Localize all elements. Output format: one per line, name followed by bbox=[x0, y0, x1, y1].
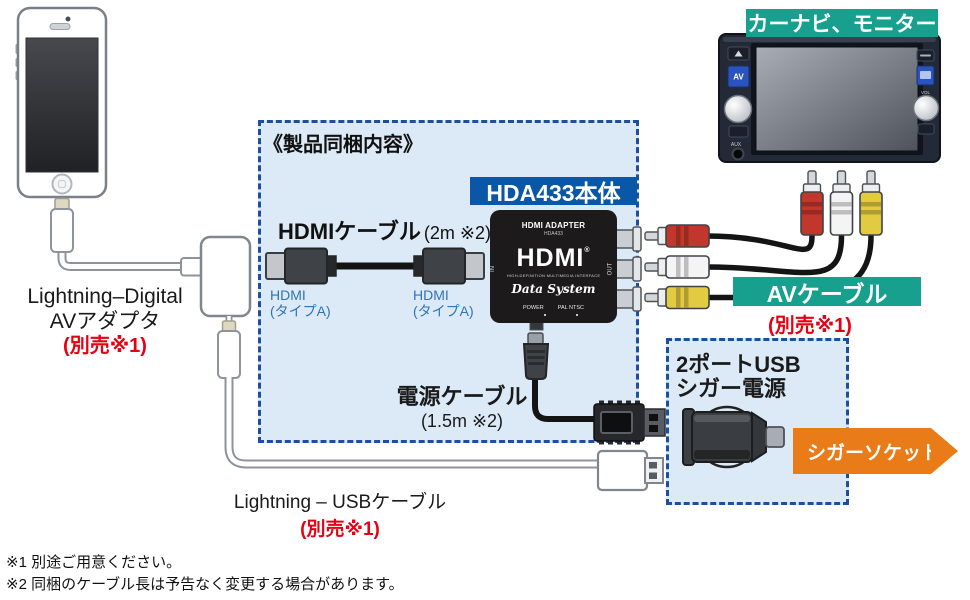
vol-label: VOL bbox=[921, 90, 931, 95]
footnote-2: ※2 同梱のケーブル長は予告なく変更する場合があります。 bbox=[6, 576, 404, 593]
usb-cigar-power-label: 2ポートUSB シガー電源 bbox=[676, 352, 801, 401]
lightning-adapter-label: Lightning–Digital AVアダプタ (別売※1) bbox=[27, 285, 183, 357]
phone-screen bbox=[25, 37, 99, 173]
cigar-socket-arrow: シガーソケットへ bbox=[793, 428, 959, 474]
left-knob bbox=[723, 94, 753, 124]
hdmi-logo: HDMI® bbox=[516, 244, 591, 272]
cigar-tip bbox=[765, 426, 785, 448]
camera-dot-icon bbox=[65, 16, 71, 22]
rca-plug-red bbox=[644, 224, 710, 248]
rca-plug-yellow bbox=[859, 170, 883, 236]
device-in-label: IN bbox=[490, 266, 496, 272]
power-cable-label: 電源ケーブル (1.5m ※2) bbox=[396, 384, 528, 431]
hda433-chip: HDA433本体 bbox=[470, 177, 637, 206]
datasystem-logo: Data System bbox=[511, 282, 596, 296]
device-model: HDA433 bbox=[544, 231, 563, 237]
mini-usb-plug bbox=[522, 332, 550, 380]
iphone-illustration bbox=[15, 6, 108, 199]
rca-plug-white bbox=[829, 170, 854, 236]
lightning-plug bbox=[50, 208, 74, 253]
right-knob bbox=[912, 94, 940, 122]
speaker-slot-icon bbox=[49, 23, 71, 30]
lightning-plug bbox=[217, 330, 241, 379]
av-adapter-illustration bbox=[199, 235, 252, 379]
rca-plug-yellow bbox=[644, 285, 710, 310]
av-button-label: AV bbox=[733, 73, 744, 82]
aux-jack bbox=[731, 147, 745, 161]
hdmi-logo-subtext: HIGH-DEFINITION MULTIMEDIA INTERFACE bbox=[506, 273, 601, 278]
rca-plug-white bbox=[644, 255, 710, 279]
av-button bbox=[727, 65, 750, 88]
lightning-usb-label: Lightning – USBケーブル (別売※1) bbox=[233, 492, 447, 540]
device-out-label: OUT bbox=[607, 262, 614, 276]
power-cable-illustration bbox=[522, 332, 666, 445]
home-button-icon bbox=[51, 173, 73, 195]
footnote-1: ※1 別途ご用意ください。 bbox=[6, 554, 182, 571]
hdmi-connector-label-right: HDMI(タイプA) bbox=[413, 287, 474, 319]
monitor-chip: カーナビ、モニター bbox=[746, 9, 938, 37]
device-title: HDMI ADAPTER bbox=[521, 221, 586, 230]
lightning-usb-cable bbox=[224, 377, 664, 492]
hdmi-cable-label: HDMIケーブル(2m ※2) bbox=[278, 219, 491, 244]
usb-plug-white bbox=[596, 449, 664, 492]
aux-label: AUX bbox=[731, 142, 742, 148]
hdmi-cable-illustration bbox=[265, 247, 485, 285]
cigar-adapter-illustration bbox=[682, 405, 785, 469]
rca-plug-red bbox=[800, 170, 824, 236]
hdmi-connector-label-left: HDMI(タイプA) bbox=[270, 287, 331, 319]
bundle-contents-title: 《製品同梱内容》 bbox=[263, 134, 423, 156]
lightning-to-adapter-cable bbox=[50, 197, 205, 277]
usb-plug-black bbox=[593, 400, 666, 445]
car-monitor-illustration: AV AUX VOL bbox=[718, 33, 941, 163]
hda433-device: HDMI ADAPTER HDA433 HDMI® HIGH-DEFINITIO… bbox=[490, 210, 617, 323]
footnotes: ※1 別途ご用意ください。 ※2 同梱のケーブル長は予告なく変更する場合がありま… bbox=[6, 552, 404, 596]
monitor-screen bbox=[755, 46, 919, 152]
eject-icon bbox=[734, 50, 743, 57]
av-cable-note: (別売※1) bbox=[768, 315, 852, 337]
av-cable-chip: AVケーブル bbox=[733, 277, 921, 307]
